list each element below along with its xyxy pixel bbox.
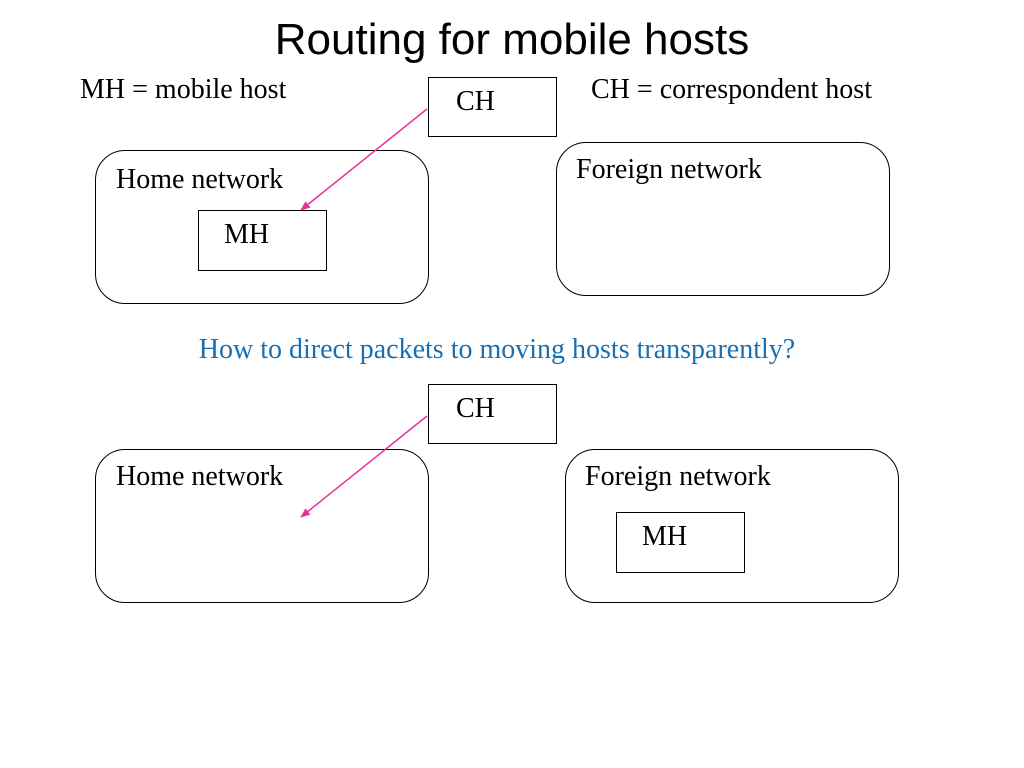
top-foreign-network-label: Foreign network [576,154,762,185]
legend-mh: MH = mobile host [80,74,287,105]
top-foreign-network: Foreign network [556,142,890,296]
bottom-ch-label: CH [456,393,495,424]
bottom-mh-box: MH [616,512,745,573]
bottom-mh-label: MH [642,521,688,552]
top-mh-box: MH [198,210,327,271]
slide-title: Routing for mobile hosts [274,15,750,64]
legend-ch: CH = correspondent host [591,74,872,105]
top-ch-to-mh-arrow [300,108,428,211]
bottom-home-network-label: Home network [116,461,284,492]
top-ch-label: CH [456,86,495,117]
top-home-network-label: Home network [116,164,284,195]
bottom-home-network: Home network [95,449,429,603]
question-text: How to direct packets to moving hosts tr… [198,334,796,365]
bottom-ch-box: CH [428,384,557,444]
bottom-ch-to-home-arrow [300,415,428,518]
bottom-foreign-network-label: Foreign network [585,461,771,492]
top-mh-label: MH [224,219,270,250]
top-ch-box: CH [428,77,557,137]
